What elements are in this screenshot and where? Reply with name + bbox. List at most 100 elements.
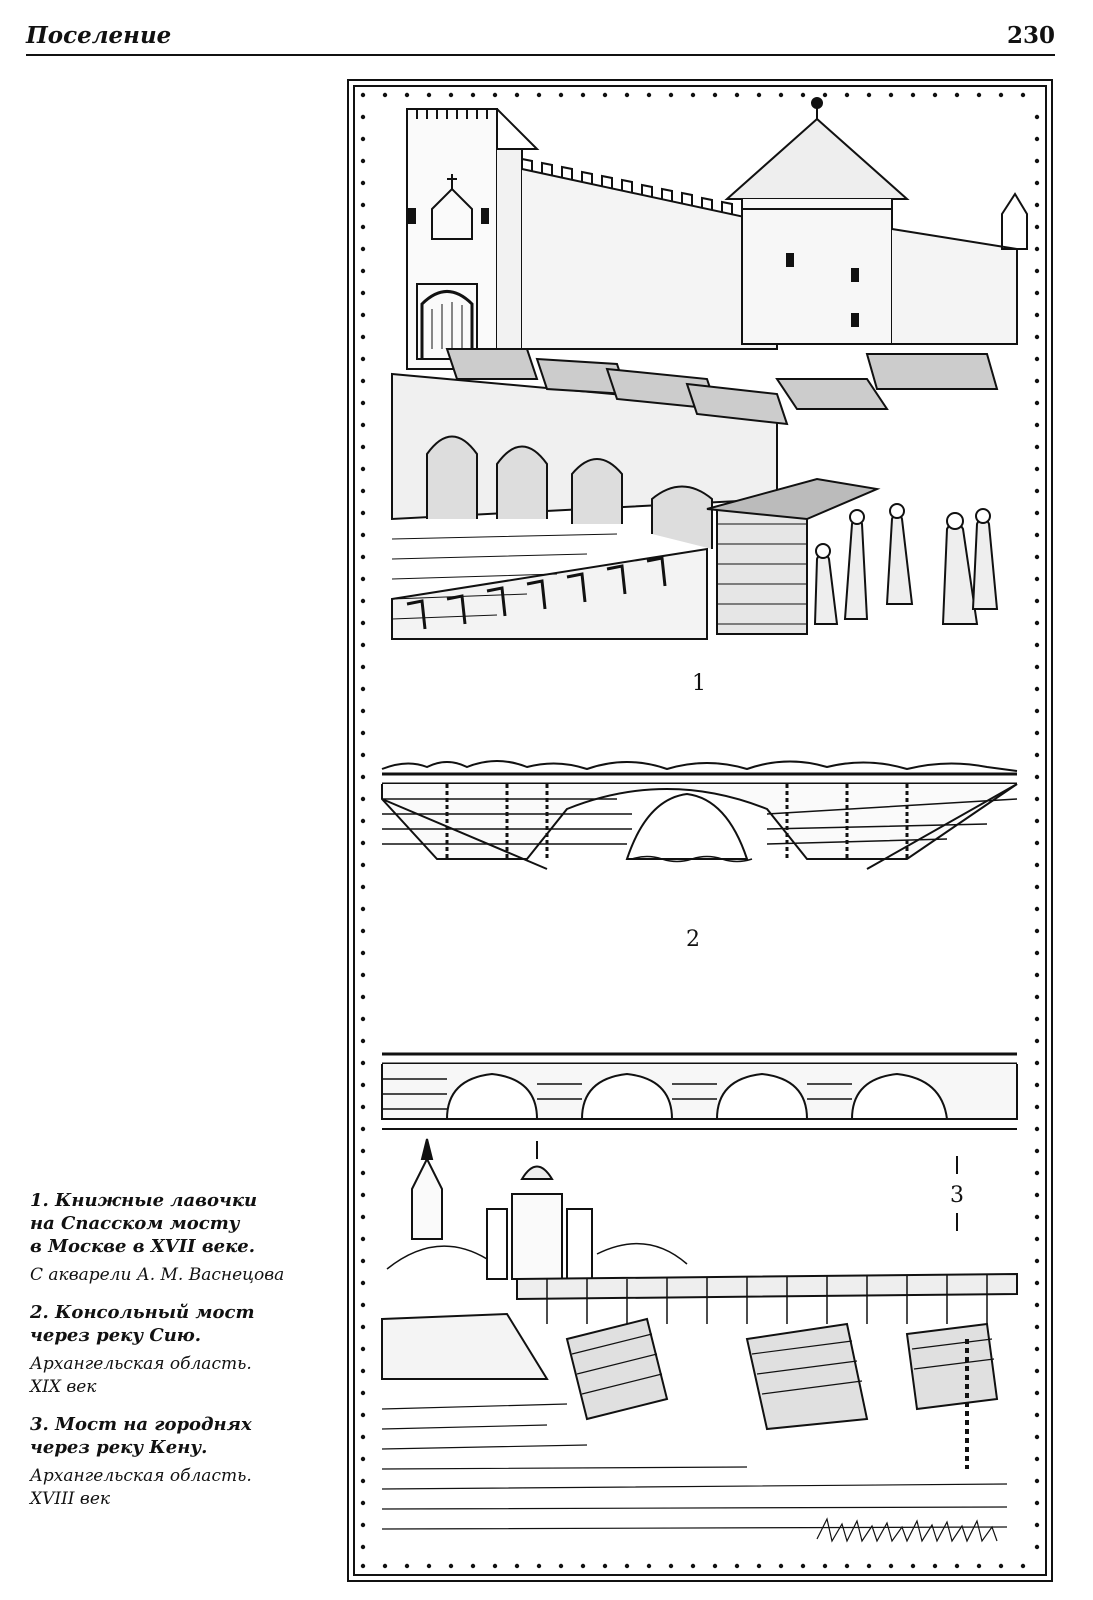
frame-dot bbox=[1034, 906, 1040, 912]
figure-1-number: 1 bbox=[692, 671, 706, 696]
frame-dot bbox=[360, 378, 366, 384]
frame-dot bbox=[360, 158, 366, 164]
frame-dot bbox=[1034, 1500, 1040, 1506]
frame-dot bbox=[360, 334, 366, 340]
frame-dot bbox=[536, 1563, 542, 1569]
frame-dot bbox=[910, 1563, 916, 1569]
frame-dot bbox=[1034, 510, 1040, 516]
frame-dot bbox=[1034, 1236, 1040, 1242]
figure-captions: 1. Книжные лавочки на Спасском мосту в М… bbox=[30, 1189, 330, 1525]
frame-dot bbox=[1034, 158, 1040, 164]
frame-dot bbox=[1034, 180, 1040, 186]
frame-dot bbox=[360, 1324, 366, 1330]
frame-dot bbox=[602, 92, 608, 98]
frame-dot bbox=[1034, 1214, 1040, 1220]
frame-dot bbox=[1034, 334, 1040, 340]
frame-dot bbox=[426, 1563, 432, 1569]
frame-dot bbox=[734, 92, 740, 98]
frame-dot bbox=[646, 1563, 652, 1569]
frame-dot bbox=[360, 510, 366, 516]
frame-dot bbox=[536, 92, 542, 98]
caption-3-source: Архангельская область. XVIII век bbox=[30, 1466, 252, 1509]
frame-dot bbox=[360, 840, 366, 846]
frame-dot bbox=[888, 1563, 894, 1569]
frame-dot bbox=[360, 1170, 366, 1176]
frame-dot bbox=[602, 1563, 608, 1569]
frame-dot bbox=[470, 1563, 476, 1569]
figure-3-number: 3 bbox=[950, 1183, 964, 1208]
frame-dot bbox=[1034, 1324, 1040, 1330]
frame-dot bbox=[1034, 1434, 1040, 1440]
frame-dot bbox=[360, 1346, 366, 1352]
frame-dot bbox=[470, 92, 476, 98]
frame-dot bbox=[646, 92, 652, 98]
frame-dot bbox=[1034, 554, 1040, 560]
frame-dot bbox=[492, 1563, 498, 1569]
frame-dot bbox=[734, 1563, 740, 1569]
frame-dot bbox=[360, 202, 366, 208]
frame-dot bbox=[1034, 1060, 1040, 1066]
frame-dot bbox=[360, 1434, 366, 1440]
frame-dot bbox=[1034, 1170, 1040, 1176]
frame-dot bbox=[932, 92, 938, 98]
frame-dot bbox=[360, 1500, 366, 1506]
frame-dot bbox=[1034, 1192, 1040, 1198]
caption-2-title: 2. Консольный мост через реку Сию. bbox=[30, 1302, 255, 1346]
frame-dot bbox=[360, 1456, 366, 1462]
frame-dot bbox=[404, 92, 410, 98]
caption-1-title: 1. Книжные лавочки на Спасском мосту в М… bbox=[30, 1190, 258, 1257]
frame-dot bbox=[360, 1148, 366, 1154]
frame-dot bbox=[1034, 422, 1040, 428]
frame-dot bbox=[1034, 950, 1040, 956]
frame-dot bbox=[360, 1192, 366, 1198]
frame-dot bbox=[360, 1038, 366, 1044]
frame-dot bbox=[1034, 840, 1040, 846]
frame-dot bbox=[1034, 136, 1040, 142]
frame-dot bbox=[1034, 1148, 1040, 1154]
frame-dot bbox=[360, 180, 366, 186]
frame-dot bbox=[360, 312, 366, 318]
frame-dot bbox=[1034, 818, 1040, 824]
frame-dot bbox=[1034, 774, 1040, 780]
frame-dot bbox=[998, 92, 1004, 98]
frame-dot bbox=[360, 1104, 366, 1110]
frame-dot bbox=[1034, 1412, 1040, 1418]
frame-dot bbox=[756, 92, 762, 98]
frame-dot bbox=[360, 1478, 366, 1484]
frame-dot bbox=[1034, 488, 1040, 494]
frame-dot bbox=[932, 1563, 938, 1569]
frame-dot bbox=[360, 422, 366, 428]
frame-dot bbox=[624, 92, 630, 98]
frame-dot bbox=[1034, 972, 1040, 978]
caption-2-source: Архангельская область. XIX век bbox=[30, 1354, 252, 1397]
frame-dot bbox=[1034, 1126, 1040, 1132]
frame-dot bbox=[910, 92, 916, 98]
frame-dot bbox=[360, 136, 366, 142]
frame-dot bbox=[668, 92, 674, 98]
figure-2-number: 2 bbox=[686, 927, 700, 952]
frame-dot bbox=[360, 730, 366, 736]
illustration-frame: 1 2 3 bbox=[347, 79, 1053, 1582]
frame-dot bbox=[1034, 686, 1040, 692]
frame-dot bbox=[360, 1280, 366, 1286]
frame-dot bbox=[1034, 1258, 1040, 1264]
frame-dot bbox=[1034, 1346, 1040, 1352]
frame-dot bbox=[360, 532, 366, 538]
frame-dot bbox=[1034, 752, 1040, 758]
frame-dot bbox=[976, 1563, 982, 1569]
frame-dot bbox=[360, 774, 366, 780]
frame-dot-border bbox=[360, 92, 1040, 1569]
frame-dot bbox=[360, 444, 366, 450]
frame-dot bbox=[756, 1563, 762, 1569]
frame-dot bbox=[822, 92, 828, 98]
frame-dot bbox=[954, 1563, 960, 1569]
frame-dot bbox=[360, 1126, 366, 1132]
frame-dot bbox=[1034, 1016, 1040, 1022]
frame-dot bbox=[382, 92, 388, 98]
frame-dot bbox=[1034, 1390, 1040, 1396]
frame-dot bbox=[1034, 928, 1040, 934]
frame-dot bbox=[1034, 532, 1040, 538]
frame-dot bbox=[1034, 114, 1040, 120]
frame-dot bbox=[1020, 92, 1026, 98]
caption-1-source: С акварели А. М. Васнецова bbox=[30, 1265, 285, 1285]
